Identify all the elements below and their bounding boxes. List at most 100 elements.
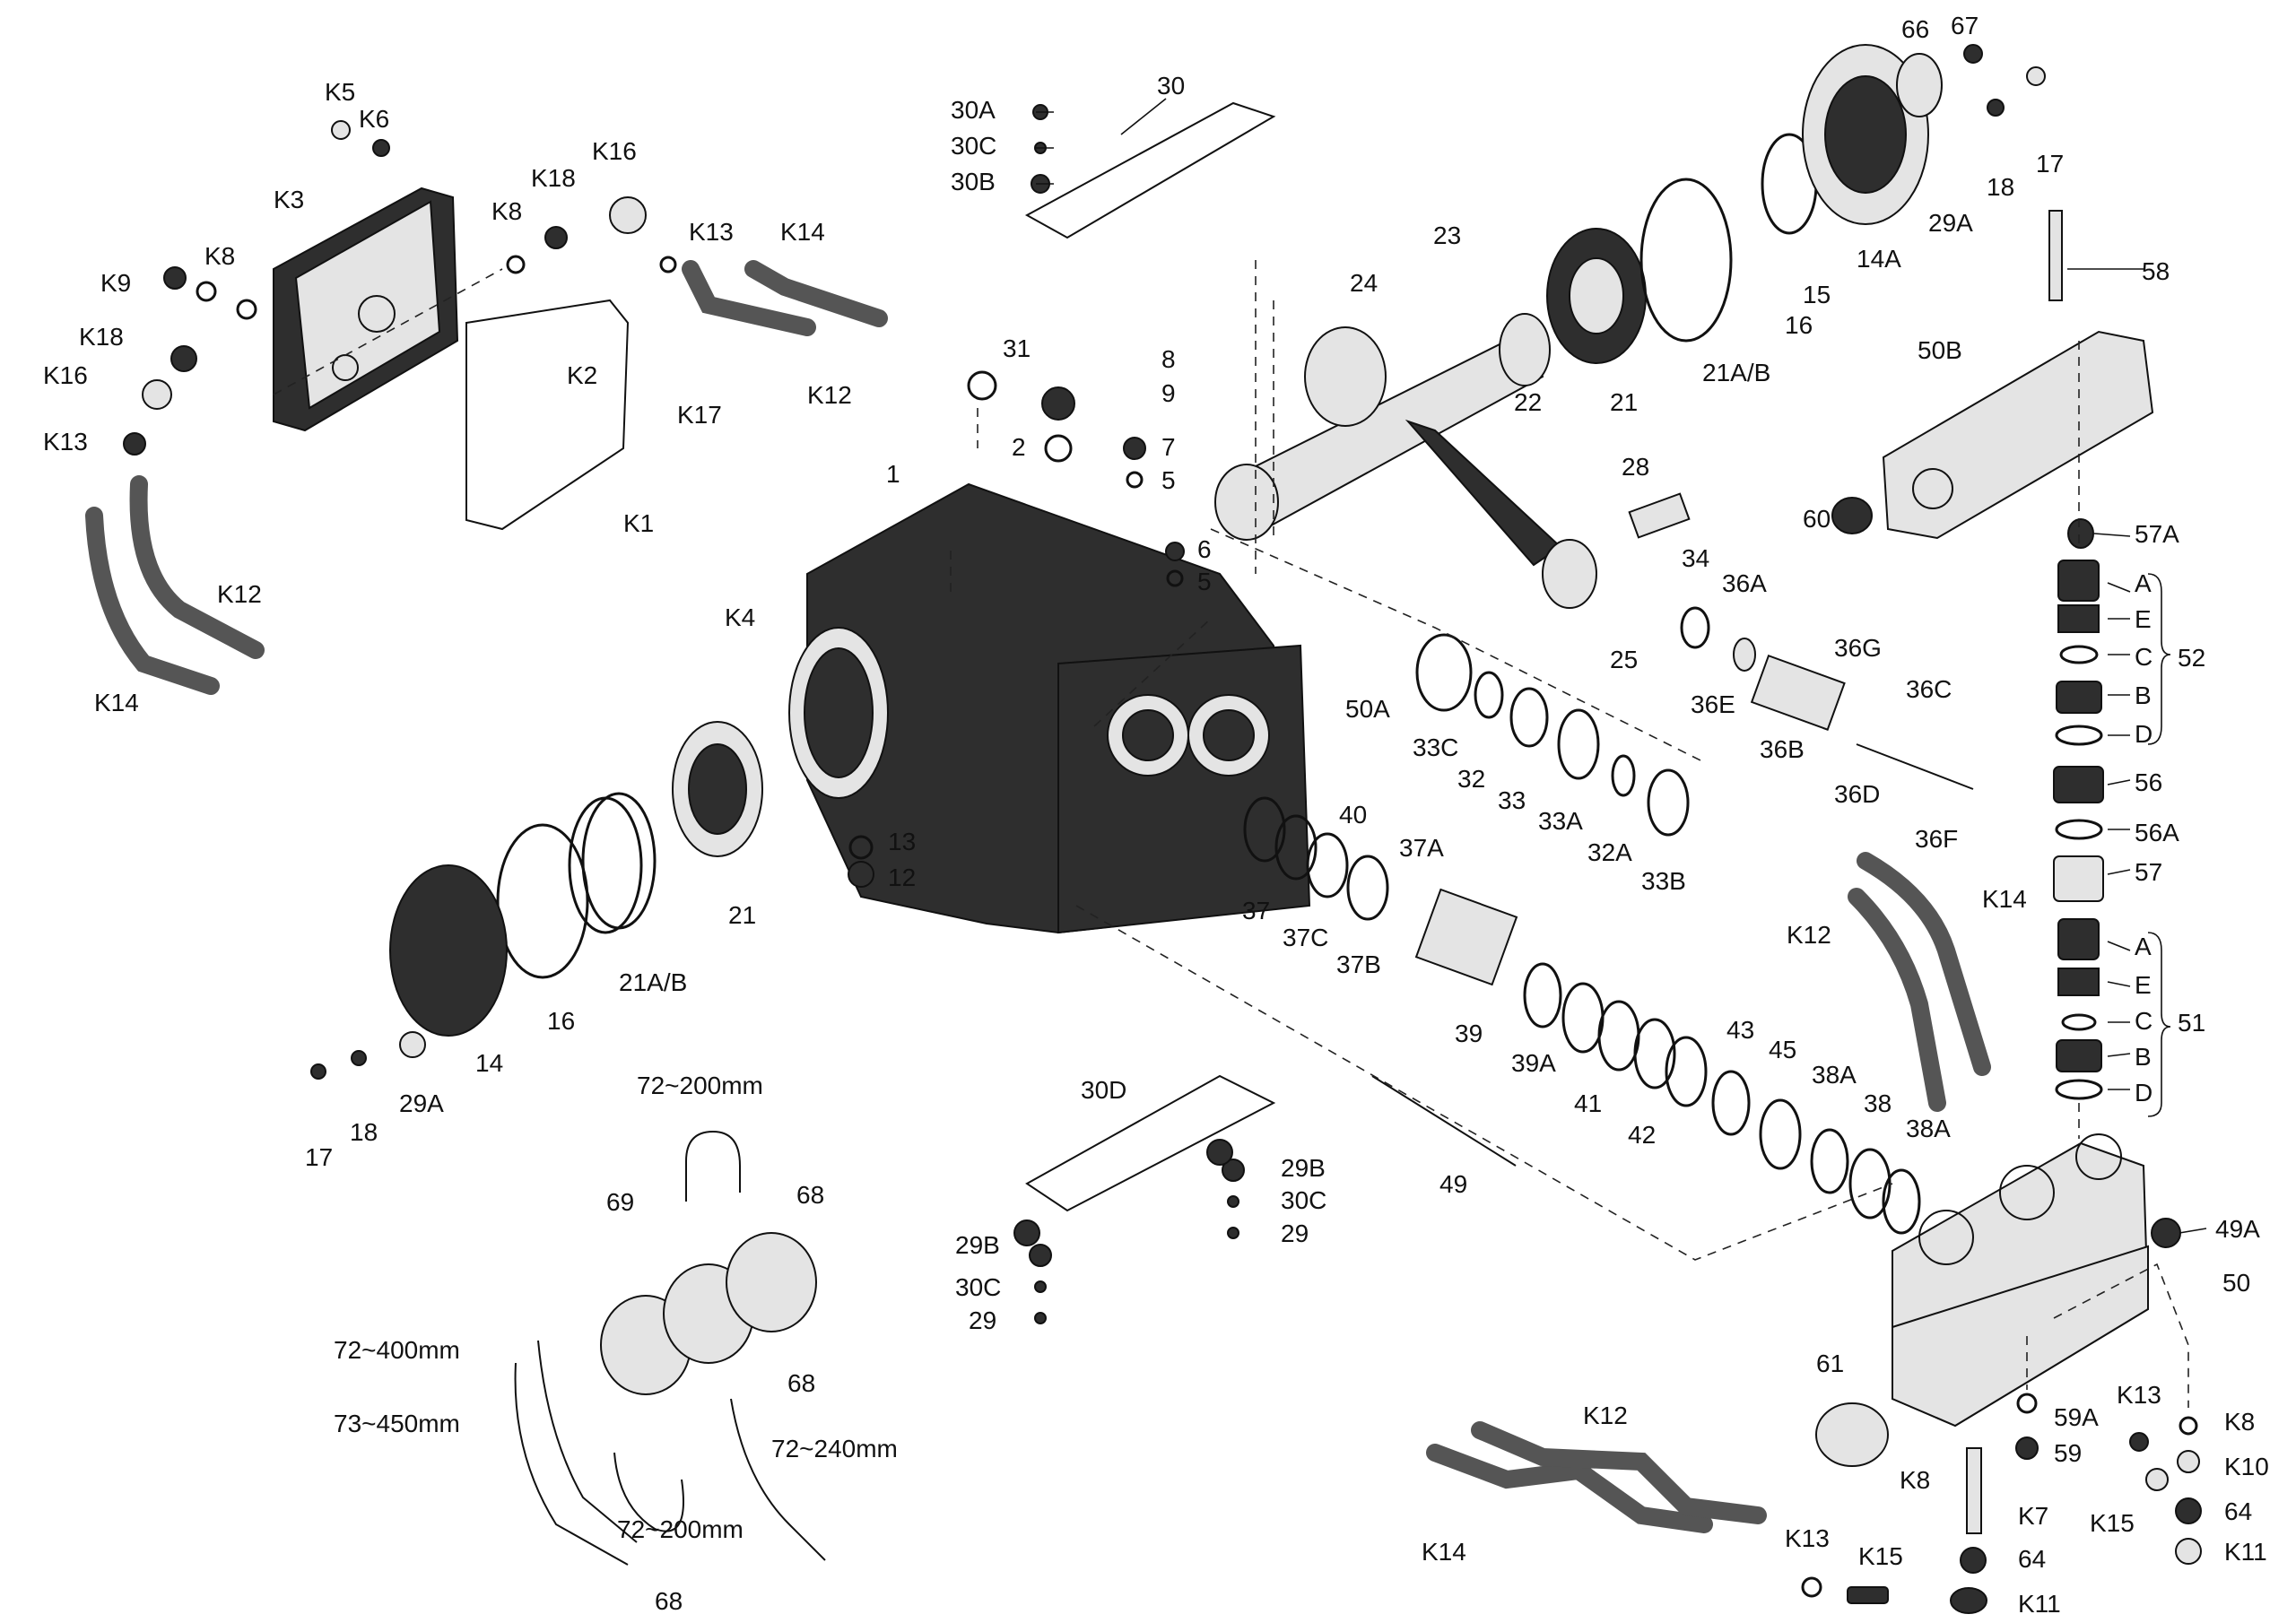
- label-41: 41: [1574, 1089, 1602, 1117]
- label-k3: K3: [274, 186, 304, 213]
- label-38a-right: 38A: [1906, 1115, 1951, 1142]
- valve-stack: [2053, 560, 2104, 1100]
- right-bearing-assembly: [1546, 44, 1943, 364]
- label-51-d: D: [2135, 1079, 2152, 1107]
- label-51-c: C: [2135, 1007, 2152, 1035]
- label-39a: 39A: [1511, 1049, 1556, 1077]
- label-59: 59: [2054, 1439, 2082, 1467]
- plunger-seals-upper: [1415, 606, 1974, 837]
- label-22: 22: [1514, 388, 1542, 416]
- label-58: 58: [2142, 257, 2170, 285]
- label-30a: 30A: [951, 96, 996, 124]
- label-k12-bottom: K12: [1583, 1402, 1628, 1429]
- label-k12-right: K12: [1787, 921, 1831, 949]
- label-66: 66: [1901, 15, 1929, 43]
- label-69: 69: [606, 1188, 634, 1216]
- label-32a: 32A: [1587, 838, 1632, 866]
- label-8: 8: [1161, 345, 1176, 373]
- label-k13-bottom: K13: [1785, 1524, 1830, 1552]
- label-67: 67: [1951, 12, 1979, 39]
- label-33c: 33C: [1413, 733, 1458, 761]
- label-45: 45: [1769, 1036, 1796, 1063]
- label-k12-left: K12: [217, 580, 262, 608]
- valve-block-50b: [1831, 330, 2154, 540]
- label-18-right: 18: [1987, 173, 2014, 201]
- label-k12-mid: K12: [807, 381, 852, 409]
- label-14: 14: [475, 1049, 503, 1077]
- label-18-left: 18: [350, 1118, 378, 1146]
- leader-lines: [1036, 98, 2207, 1234]
- label-37: 37: [1242, 897, 1270, 924]
- label-49a: 49A: [2215, 1215, 2260, 1243]
- label-57: 57: [2135, 858, 2162, 886]
- cooling-sleeves: [514, 1130, 826, 1566]
- plunger-rod-49: [1371, 1075, 1517, 1167]
- label-7: 7: [1161, 433, 1176, 461]
- manifold-50: [1815, 1133, 2150, 1467]
- label-25: 25: [1610, 646, 1638, 673]
- label-k14-right: K14: [1982, 885, 2027, 913]
- label-21-left: 21: [728, 901, 756, 929]
- crankshaft-22: [1214, 313, 1551, 541]
- label-51-e: E: [2135, 971, 2152, 999]
- label-40: 40: [1339, 801, 1367, 829]
- label-36c: 36C: [1906, 675, 1952, 703]
- label-56: 56: [2135, 768, 2162, 796]
- label-50a: 50A: [1345, 695, 1390, 723]
- label-36b: 36B: [1760, 735, 1805, 763]
- label-k18-left: K18: [79, 323, 124, 351]
- label-52-e: E: [2135, 605, 2152, 633]
- label-36d: 36D: [1834, 780, 1880, 808]
- label-29b-right: 29B: [1281, 1154, 1326, 1182]
- label-k10: K10: [2224, 1453, 2269, 1480]
- label-tube-72-200-bottom: 72~200mm: [617, 1515, 744, 1543]
- label-33b: 33B: [1641, 867, 1686, 895]
- label-43: 43: [1726, 1016, 1754, 1044]
- label-k9: K9: [100, 269, 131, 297]
- label-30c-top: 30C: [951, 132, 996, 160]
- label-15: 15: [1803, 281, 1831, 308]
- small-fittings: [123, 44, 2202, 1614]
- label-29-right: 29: [1281, 1219, 1309, 1247]
- label-33a: 33A: [1538, 807, 1583, 835]
- label-68-c: 68: [655, 1587, 683, 1615]
- label-k6: K6: [359, 105, 389, 133]
- exploded-view-drawing: [85, 44, 2207, 1614]
- label-k8-right: K8: [2224, 1408, 2255, 1436]
- label-k18-mid: K18: [531, 164, 576, 192]
- label-52: 52: [2178, 644, 2205, 672]
- bottom-plate-30d: [1025, 1074, 1276, 1212]
- label-23: 23: [1433, 221, 1461, 249]
- label-k17: K17: [677, 401, 722, 429]
- label-k16-mid: K16: [592, 137, 637, 165]
- label-52-d: D: [2135, 720, 2152, 748]
- label-30c-right: 30C: [1281, 1186, 1326, 1214]
- label-k8-bottom: K8: [1900, 1466, 1930, 1494]
- label-k15-right: K15: [2090, 1509, 2135, 1537]
- connecting-rod-25: [1405, 419, 1691, 609]
- label-k5: K5: [325, 78, 355, 106]
- label-tube-72-400: 72~400mm: [334, 1336, 460, 1364]
- part-labels: K5 K6 K3 K9 K8 K18 K16 K13 K12 K14 K2 K8…: [43, 12, 2269, 1618]
- label-33: 33: [1498, 786, 1526, 814]
- label-37c: 37C: [1283, 924, 1328, 951]
- label-24: 24: [1350, 269, 1378, 297]
- label-56a: 56A: [2135, 819, 2179, 846]
- label-29a-left: 29A: [399, 1089, 444, 1117]
- label-21-right: 21: [1610, 388, 1638, 416]
- label-29a-right: 29A: [1928, 209, 1973, 237]
- label-17-left: 17: [305, 1143, 333, 1171]
- label-k14-left: K14: [94, 689, 139, 716]
- label-21ab-right: 21A/B: [1702, 359, 1770, 386]
- label-29-left: 29: [969, 1306, 996, 1334]
- label-50: 50: [2222, 1269, 2250, 1297]
- label-5-top: 5: [1161, 466, 1176, 494]
- label-50b: 50B: [1918, 336, 1962, 364]
- label-51-a: A: [2135, 933, 2152, 960]
- label-38: 38: [1864, 1089, 1892, 1117]
- label-36g: 36G: [1834, 634, 1882, 662]
- label-12: 12: [888, 864, 916, 891]
- label-34: 34: [1682, 544, 1709, 572]
- label-k15-bottom: K15: [1858, 1542, 1903, 1570]
- label-51: 51: [2178, 1009, 2205, 1037]
